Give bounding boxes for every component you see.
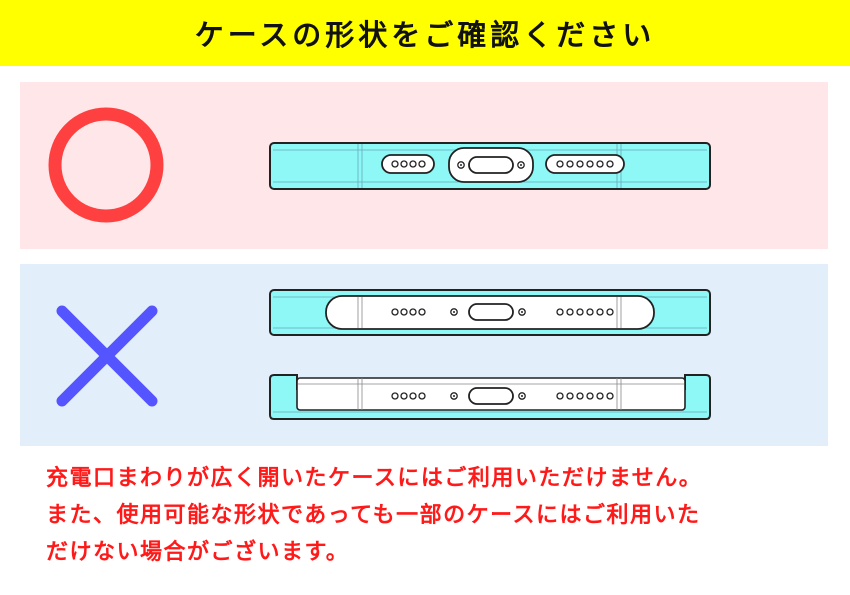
phone-bottom-with-case-cutouts-icon xyxy=(269,142,711,190)
notice-text: 充電口まわりが広く開いたケースにはご利用いただけません。 また、使用可能な形状で… xyxy=(46,460,836,571)
ng-panel-illustration xyxy=(56,289,711,420)
ok-panel-illustration xyxy=(48,107,711,223)
notice-line: だけない場合がございます。 xyxy=(46,540,350,565)
page-title: ケースの形状をご確認ください xyxy=(194,18,656,52)
ok-panel xyxy=(20,82,828,249)
phone-bottom-open-frame-case-icon xyxy=(269,374,711,420)
circle-mark-icon xyxy=(48,107,164,223)
notice-line: 充電口まわりが広く開いたケースにはご利用いただけません。 xyxy=(46,466,703,491)
header-banner: ケースの形状をご確認ください xyxy=(0,0,850,66)
phone-bottom-wide-opening-case-icon xyxy=(269,289,711,336)
ng-panel xyxy=(20,264,828,446)
notice-line: また、使用可能な形状であっても一部のケースにはご利用いた xyxy=(46,503,701,528)
cross-mark-icon xyxy=(56,305,158,407)
